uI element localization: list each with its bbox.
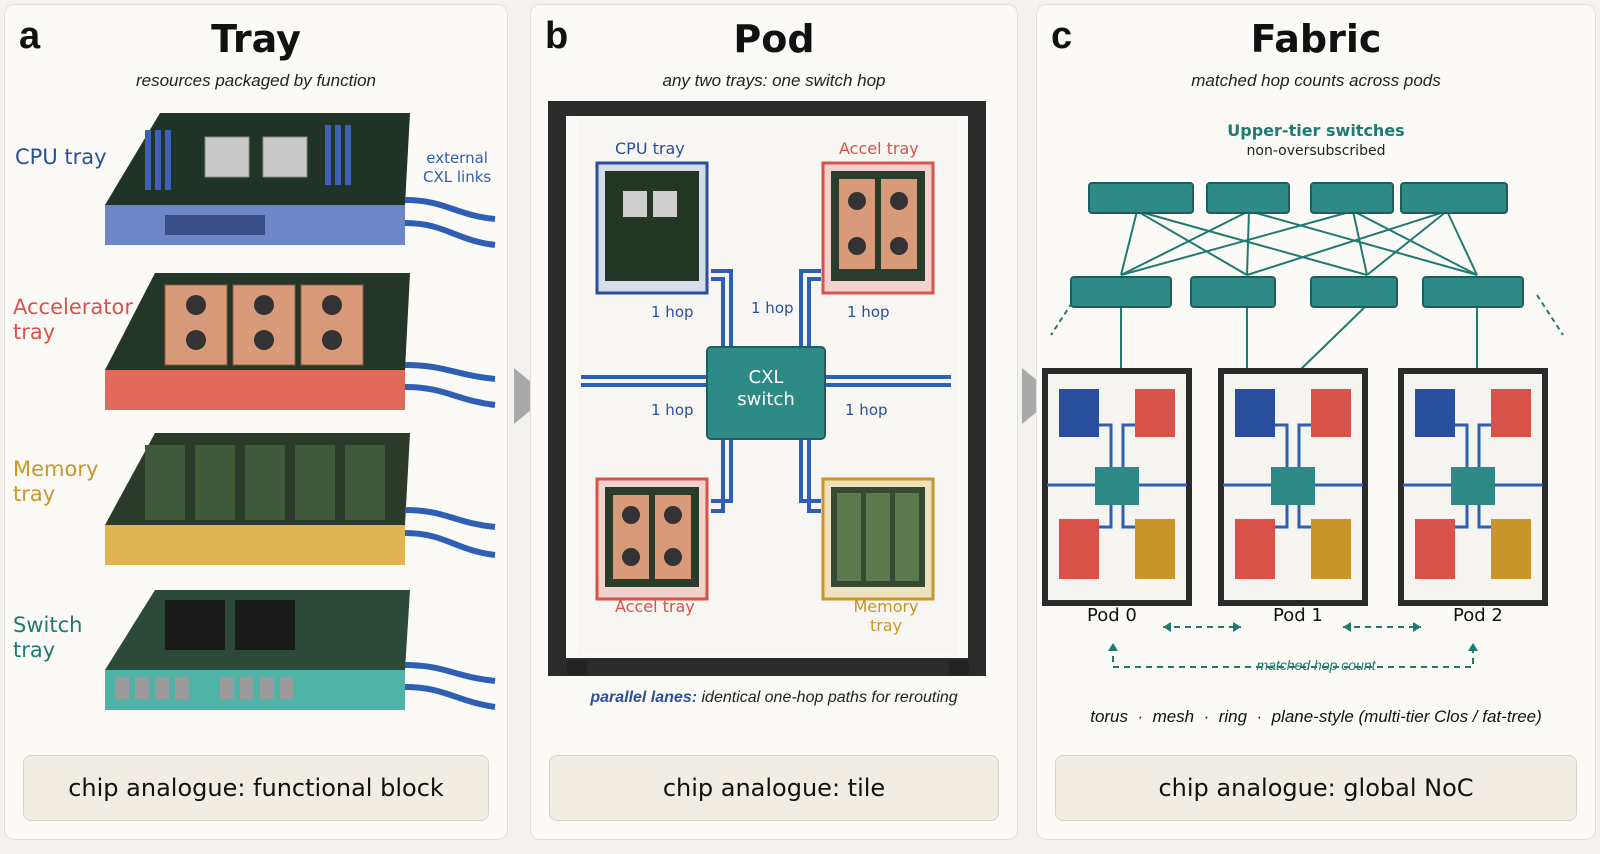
memory-tray-image [105, 433, 496, 565]
chip-analogue-box: chip analogue: functional block [23, 755, 489, 821]
fabric-diagram [1042, 182, 1564, 668]
pod-accel-top-label: Accel tray [839, 139, 919, 158]
hop-label: 1 hop [845, 401, 888, 419]
pod-label: Pod 0 [1087, 605, 1137, 626]
topology-list: torus · mesh · ring · plane-style (multi… [1090, 707, 1542, 726]
external-cxl-label: external CXL links [423, 149, 491, 187]
pod-rack-diagram [548, 101, 986, 676]
parallel-lanes-note: parallel lanes: identical one-hop paths … [531, 689, 1017, 707]
accelerator-line2: tray [13, 320, 56, 344]
pod-memory-line2: tray [869, 616, 903, 635]
pod-label: Pod 1 [1273, 605, 1323, 626]
cxl-switch-label: CXL switch [707, 367, 825, 411]
hop-label: 1 hop [751, 299, 794, 317]
parallel-lanes-text: identical one-hop paths for rerouting [701, 689, 958, 706]
pod-memory-tray [821, 477, 935, 601]
matched-hop-label: matched hop count [1256, 657, 1376, 673]
panel-letter: c [1051, 15, 1073, 57]
pod-rack [1398, 368, 1548, 606]
hop-label: 1 hop [651, 303, 694, 321]
panel-pod: b Pod any two trays: one switch hop [530, 4, 1018, 840]
hop-label: 1 hop [651, 401, 694, 419]
cxl-switch-line1: CXL [748, 367, 784, 388]
panel-tray: a Tray resources packaged by function CP… [4, 4, 508, 840]
panel-title: Tray [211, 17, 301, 61]
external-line1: external [426, 149, 488, 167]
panel-letter: a [19, 15, 41, 57]
pod-accel-tray-bottom [595, 477, 709, 601]
pod-rack [1042, 368, 1192, 606]
pod-cpu-tray [595, 161, 709, 295]
external-line2: CXL links [423, 168, 492, 186]
pod-label: Pod 2 [1453, 605, 1503, 626]
panel-letter: b [545, 15, 569, 57]
accelerator-line1: Accelerator [13, 295, 133, 319]
pod-accel-tray-top [821, 161, 935, 295]
panel-fabric: c Fabric matched hop counts across pods … [1036, 4, 1596, 840]
pod-accel-bottom-label: Accel tray [615, 597, 695, 616]
pod-rack [1218, 368, 1368, 606]
accelerator-tray-label: Accelerator tray [13, 295, 133, 345]
hop-label: 1 hop [847, 303, 890, 321]
pod-memory-line1: Memory [853, 597, 919, 616]
panel-title: Fabric [1250, 17, 1382, 61]
chip-analogue-box: chip analogue: tile [549, 755, 999, 821]
switch-tray-image [105, 590, 496, 710]
cxl-switch-line2: switch [737, 389, 795, 410]
chip-analogue-box: chip analogue: global NoC [1055, 755, 1577, 821]
accelerator-tray-image [105, 273, 496, 410]
memory-line1: Memory [13, 457, 99, 481]
panel-subtitle: resources packaged by function [135, 71, 377, 90]
memory-tray-label: Memory tray [13, 457, 98, 507]
switch-line1: Switch [13, 613, 83, 637]
cpu-tray-label: CPU tray [15, 145, 107, 169]
upper-tier-title: Upper-tier switches [1227, 121, 1405, 140]
panel-subtitle: matched hop counts across pods [1191, 71, 1441, 90]
panel-subtitle: any two trays: one switch hop [662, 71, 886, 90]
parallel-lanes-bold: parallel lanes: [590, 689, 698, 706]
pod-cpu-tray-label: CPU tray [615, 139, 685, 158]
pod-memory-label: Memory tray [831, 597, 941, 635]
panel-title: Pod [733, 17, 815, 61]
switch-tray-label: Switch tray [13, 613, 82, 663]
cxl-switch [706, 346, 826, 440]
tray-illustrations [105, 113, 496, 710]
upper-tier-subtitle: non-oversubscribed [1246, 143, 1386, 159]
switch-line2: tray [13, 638, 56, 662]
memory-line2: tray [13, 482, 56, 506]
